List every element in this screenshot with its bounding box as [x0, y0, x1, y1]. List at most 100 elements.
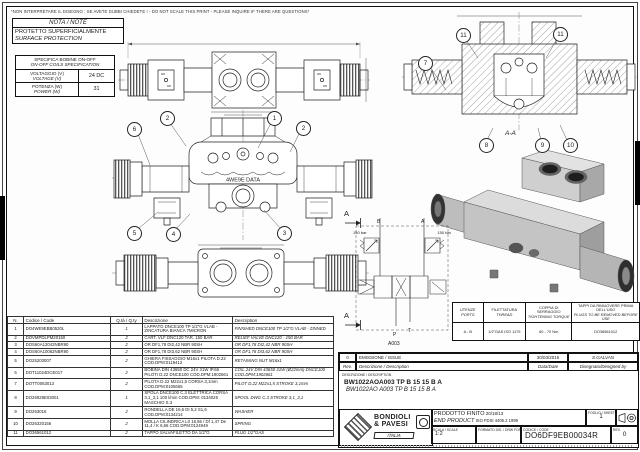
micro-text: [341, 445, 429, 447]
balloon-callout: 2: [296, 121, 311, 136]
balloon-callout: 11: [553, 27, 568, 42]
code-label: CODICE / CODE: [523, 428, 549, 432]
balloon-callout: 9: [535, 138, 550, 153]
revision-number: 0: [339, 353, 356, 362]
power-label-it: POTENZA (W): [31, 84, 63, 90]
revision-header-author: Disegnato/Designed by: [568, 362, 638, 371]
torque-value: 60 - 70 Nm: [525, 322, 573, 342]
section-label: A-A: [505, 130, 516, 137]
micro-text: [433, 445, 633, 447]
sheet-inner-border: [6, 6, 634, 446]
plugs-header-en: PLUGS TO BE REMOVED BEFORE USE: [573, 311, 638, 321]
format-cell: FORMATO DIS. / DRW FORMAT: [476, 426, 521, 444]
valve-bottom-view: [112, 243, 370, 301]
logo-country: ITALIA: [373, 432, 415, 439]
logo-emblem-icon: [416, 415, 430, 429]
section-arrow-letter: A: [344, 311, 349, 320]
voltage-label-en: VOLTAGE (V): [32, 75, 62, 81]
product-value1: 20/18/13: [485, 410, 504, 416]
product-label-it: PRODOTTO FINITO: [434, 410, 485, 417]
balloon-callout: 4: [166, 227, 181, 242]
schematic-pressure-right: 150 bar: [437, 230, 451, 235]
col-n: N.: [6, 315, 25, 325]
ports-header-en: PORTS: [461, 311, 475, 317]
ports-value: A - B: [452, 322, 484, 342]
col-desc-en: Description: [232, 315, 334, 325]
valve-3d-view: [430, 150, 638, 302]
revision-description: EMISSIONE / ISSUE: [356, 353, 528, 362]
scale-cell: SCALA / SCALE 1:2: [431, 426, 476, 444]
col-desc-it: Descrizione: [141, 315, 234, 325]
balloon-callout: 11: [456, 28, 471, 43]
valve-top-view: [118, 38, 370, 113]
section-view: [402, 12, 637, 140]
schematic-pressure-left: 150 bar: [353, 230, 367, 235]
schematic-port-a: A: [421, 219, 425, 225]
product-cell: PRODOTTO FINITO 20/18/13 END PRODUCT ISO…: [431, 409, 586, 426]
coil-spec-title-en: ON-OFF COILS SPECIFICATION: [30, 62, 100, 68]
revision-header-date: Data/Date: [528, 362, 568, 371]
format-label: FORMATO DIS. / DRW FORMAT: [478, 428, 521, 432]
scale-value: 1:2: [435, 431, 443, 437]
note-line-it: PROTETTO SUPERFICIALMENTE: [15, 29, 107, 35]
sheet-label: FOGLIO / SHEET: [588, 411, 615, 415]
section-arrow-top: A: [344, 210, 364, 229]
sheet-value: 1: [599, 414, 603, 420]
code-cell: CODICE / CODE DO6DF9EB00034R: [521, 426, 611, 444]
balloon-callout: 8: [479, 138, 494, 153]
balloon-callout: 5: [127, 226, 142, 241]
scale-label: SCALA / SCALE: [433, 428, 458, 432]
balloon-callout: 6: [127, 122, 142, 137]
thread-value: 1/2"GAS ISO 1179: [482, 322, 527, 342]
parts-header-row: N. Codice / Code Q.tà / Q.ty Descrizione…: [6, 315, 334, 325]
company-logo: BONDIOLI & PAVESI ITALIA: [339, 409, 433, 446]
sheet-cell: FOGLIO / SHEET 1: [586, 409, 616, 426]
title-block: 0 EMISSIONE / ISSUE 30/03/2015 S.GALVAN …: [338, 352, 639, 448]
code-value: DO6DF9EB00034R: [525, 431, 599, 440]
projection-symbol-icon: [618, 412, 637, 424]
torque-header-en: TIGHTENING TORQUE: [527, 313, 570, 319]
projection-symbol-cell: [616, 409, 638, 426]
note-title: NOTA / NOTE: [13, 19, 123, 28]
product-description-line2: BW1022AO A003 TP B 15 15 B A: [346, 387, 436, 393]
revision-header-desc: Descrizione / Description: [356, 362, 528, 371]
plugs-value: DO36561012: [571, 322, 640, 342]
disclaimer-text: *NON INTERPRETARE IL DISEGNO : SE AVETE …: [11, 9, 310, 14]
rev-value: 0: [622, 431, 627, 438]
balloon-callout: 1: [267, 111, 282, 126]
description-label: DESCRIZIONE / DESCRIPTION: [342, 373, 392, 377]
rev-cell: REV. 0: [611, 426, 638, 444]
note-line-en: SURFACE PROTECTION: [15, 35, 82, 42]
binding-mark-left: [0, 196, 5, 260]
section-arrow-letter: A: [344, 209, 349, 218]
schematic-code-label: A003: [388, 341, 400, 347]
coil-spec-title-it: SPECIFICA BOBINE ON-OFF: [34, 57, 96, 62]
logo-diamond-icon: [343, 412, 373, 442]
col-code: Codice / Code: [23, 315, 112, 325]
power-label-en: POWER (W): [33, 89, 61, 95]
voltage-label-it: VOLTAGGIO (V): [30, 70, 64, 76]
binding-mark-right: [635, 141, 640, 205]
balloon-callout: 3: [277, 226, 292, 241]
power-value: 31: [78, 82, 115, 97]
revision-header-rev: Rev.: [339, 362, 356, 371]
hydraulic-schematic: B A P T 150 bar 150 bar: [353, 214, 452, 338]
col-qty: Q.tà / Q.ty: [110, 315, 143, 325]
product-value2: ISO FDSI 4406.2 1999: [475, 417, 518, 423]
thread-header-it: FILETTATURA: [491, 307, 518, 313]
valve-front-view: 4WE9E DATA: [112, 110, 374, 240]
logo-line1: BONDIOLI: [374, 414, 411, 421]
balloon-callout: 7: [418, 56, 433, 71]
schematic-port-t: T: [408, 328, 411, 334]
voltage-value: 24 DC: [78, 68, 115, 84]
ports-header-it: UTENZE: [460, 307, 476, 313]
schematic-port-p: P: [393, 332, 397, 338]
